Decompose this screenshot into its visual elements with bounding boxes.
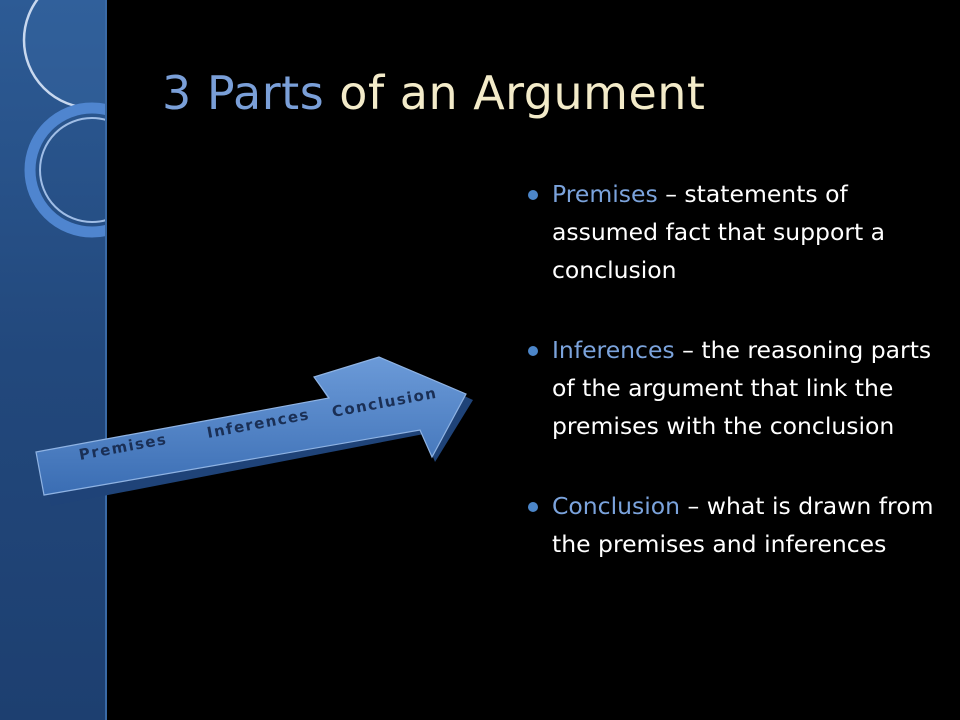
side-band-edge — [105, 0, 107, 720]
circle-ring — [24, 102, 107, 238]
bullet-item: Inferences – the reasoning parts of the … — [528, 331, 938, 445]
bullet-dot-icon — [528, 346, 538, 356]
circle-ring-inner — [39, 117, 107, 223]
bullet-item: Premises – statements of assumed fact th… — [528, 175, 938, 289]
bullet-dot-icon — [528, 190, 538, 200]
decorative-circles — [22, 0, 107, 238]
decorative-side-band — [0, 0, 107, 720]
bullet-text: – the reasoning parts of the argument th… — [552, 336, 932, 440]
title-accent: 3 Parts — [162, 66, 325, 120]
bullet-term: Inferences — [552, 336, 675, 364]
bullet-text: – statements of assumed fact that suppor… — [552, 180, 886, 284]
bullet-term: Conclusion — [552, 492, 681, 520]
slide-title: 3 Parts of an Argument — [162, 66, 705, 120]
bullet-list: Premises – statements of assumed fact th… — [528, 175, 938, 605]
bullet-dot-icon — [528, 502, 538, 512]
bullet-item: Conclusion – what is drawn from the prem… — [528, 487, 938, 563]
bullet-text: – what is drawn from the premises and in… — [552, 492, 934, 558]
bullet-term: Premises — [552, 180, 658, 208]
arrow-shape — [35, 356, 467, 496]
title-rest: of an Argument — [324, 66, 706, 120]
